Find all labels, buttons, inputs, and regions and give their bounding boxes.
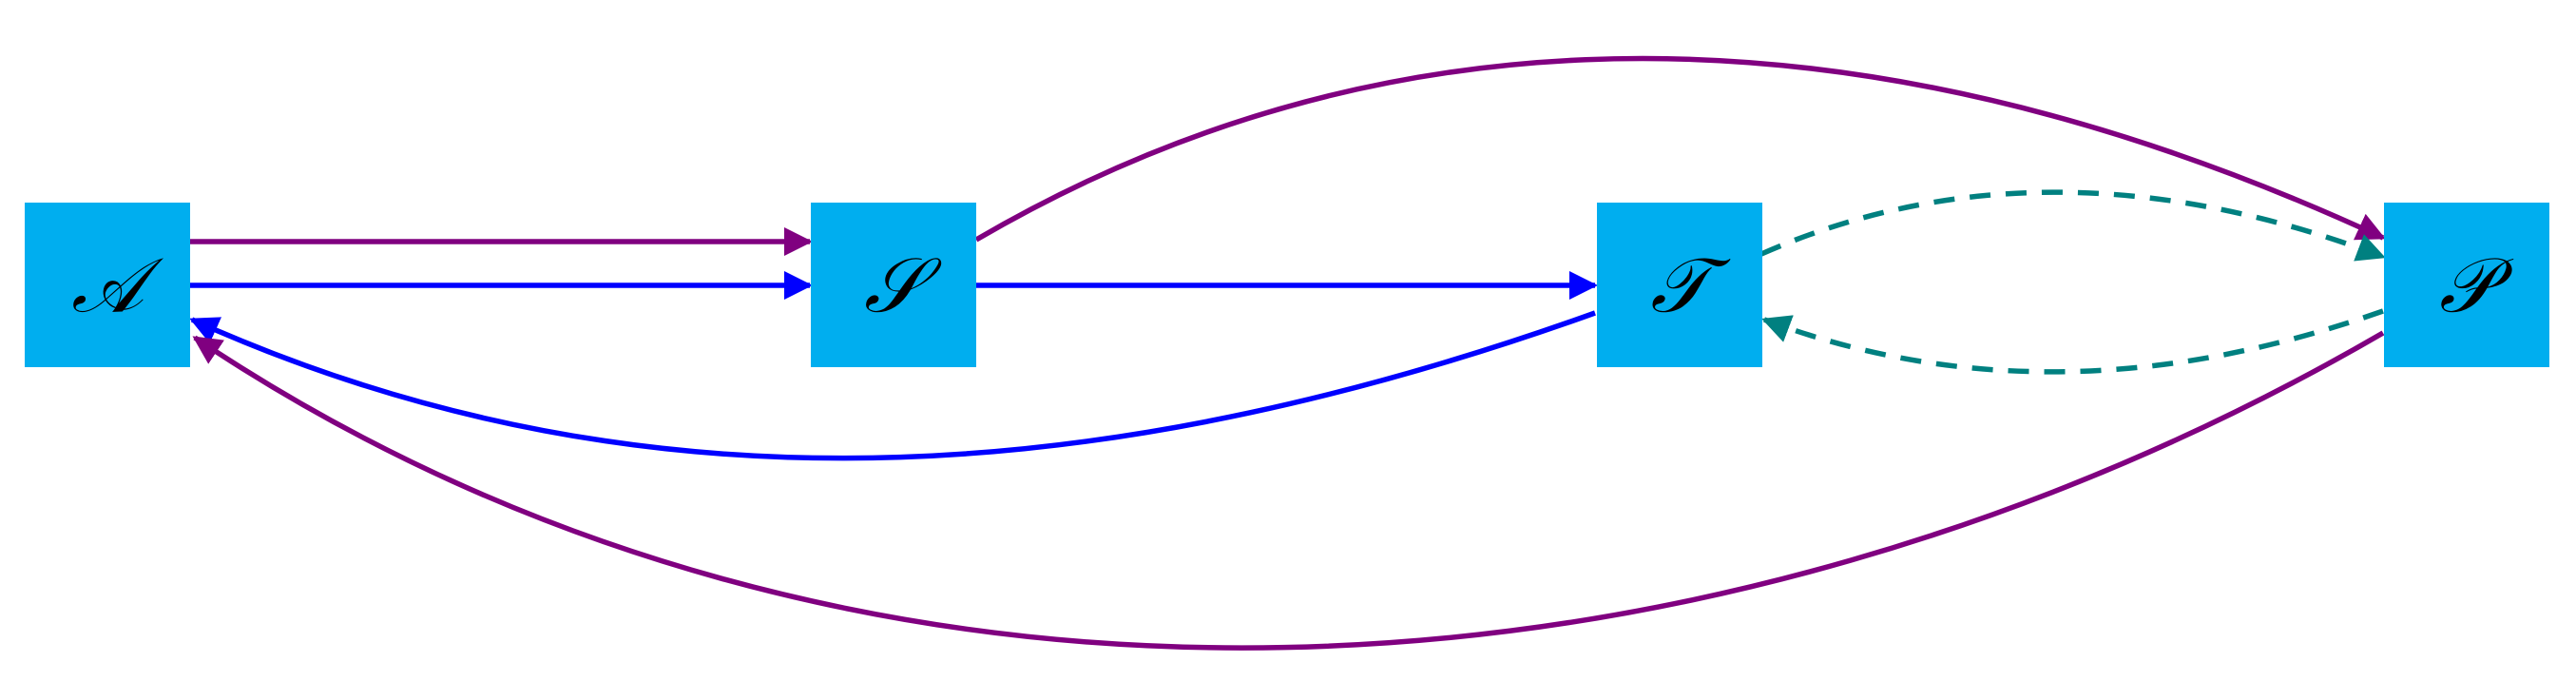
node-s: 𝒮: [811, 203, 976, 367]
edge-p-to-a-purple: [192, 330, 2385, 651]
edge-t-to-p-teal-dashed: [1759, 189, 2386, 262]
node-a: 𝒜: [25, 203, 190, 367]
node-t-box: [1597, 203, 1762, 367]
edge-s-to-p-purple: [974, 55, 2386, 243]
node-a-box: [25, 203, 190, 367]
edge-p-to-t-teal-dashed: [1761, 308, 2384, 375]
node-t: 𝒯: [1597, 203, 1762, 367]
edges: [189, 55, 2386, 651]
node-s-box: [811, 203, 976, 367]
edge-t-to-a-blue: [189, 310, 1596, 461]
node-p: 𝒫: [2384, 203, 2549, 367]
node-p-box: [2384, 203, 2549, 367]
